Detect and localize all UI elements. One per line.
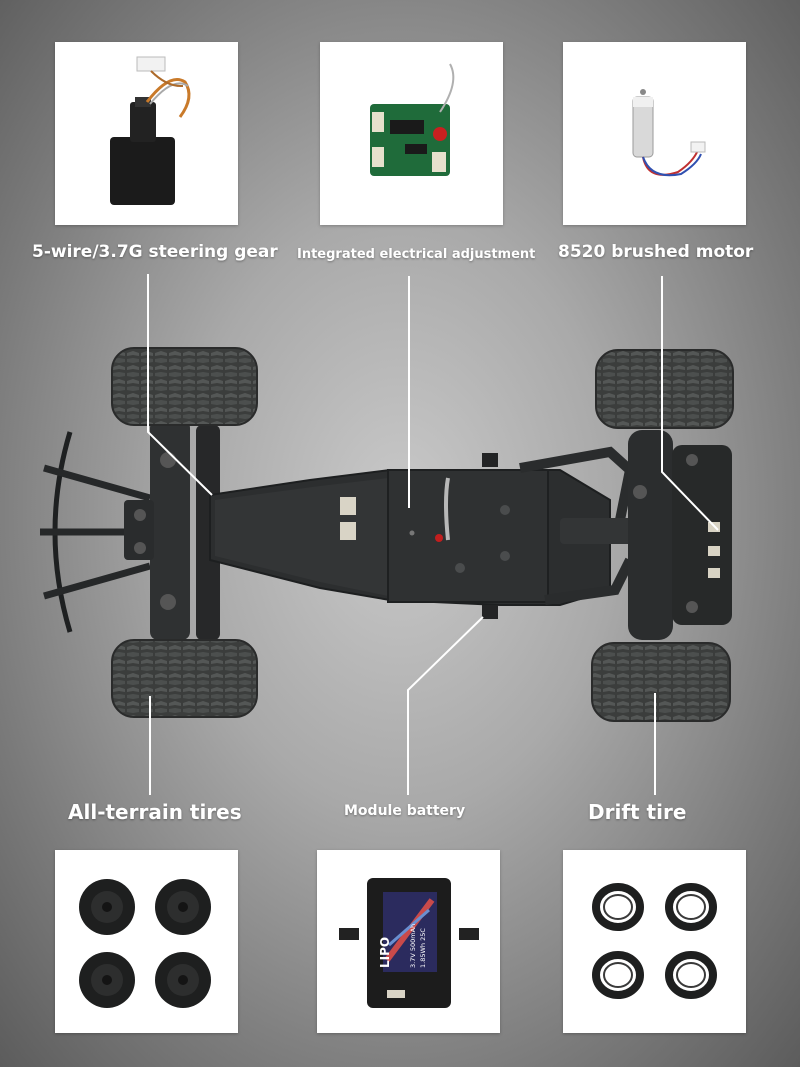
battery-icon: LIPO 3.7V 500mAh 1.85Wh 25C [339,878,479,1008]
steering-gear-label: 5-wire/3.7G steering gear [32,242,278,262]
tires-label: All-terrain tires [68,800,242,824]
circuit-board-icon [370,63,455,176]
tires-icon [79,879,211,1008]
steering-gear-panel [55,42,238,225]
drift-tire-icon [592,883,717,999]
battery-spec-text-2: 1.85Wh 25C [419,928,427,968]
battery-label: Module battery [344,803,466,819]
electrical-adjustment-panel [320,42,503,225]
battery-brand-text: LIPO [378,937,392,968]
drift-tire-label: Drift tire [588,800,687,824]
motor-label: 8520 brushed motor [558,242,754,262]
battery-spec-text-1: 3.7V 500mAh [409,924,417,968]
motor-panel [563,42,746,225]
tires-panel [55,850,238,1033]
servo-icon [110,56,191,205]
electrical-adjustment-label: Integrated electrical adjustment [297,247,536,262]
drift-tire-panel [563,850,746,1033]
battery-panel: LIPO 3.7V 500mAh 1.85Wh 25C [317,850,500,1033]
motor-icon [632,89,706,177]
